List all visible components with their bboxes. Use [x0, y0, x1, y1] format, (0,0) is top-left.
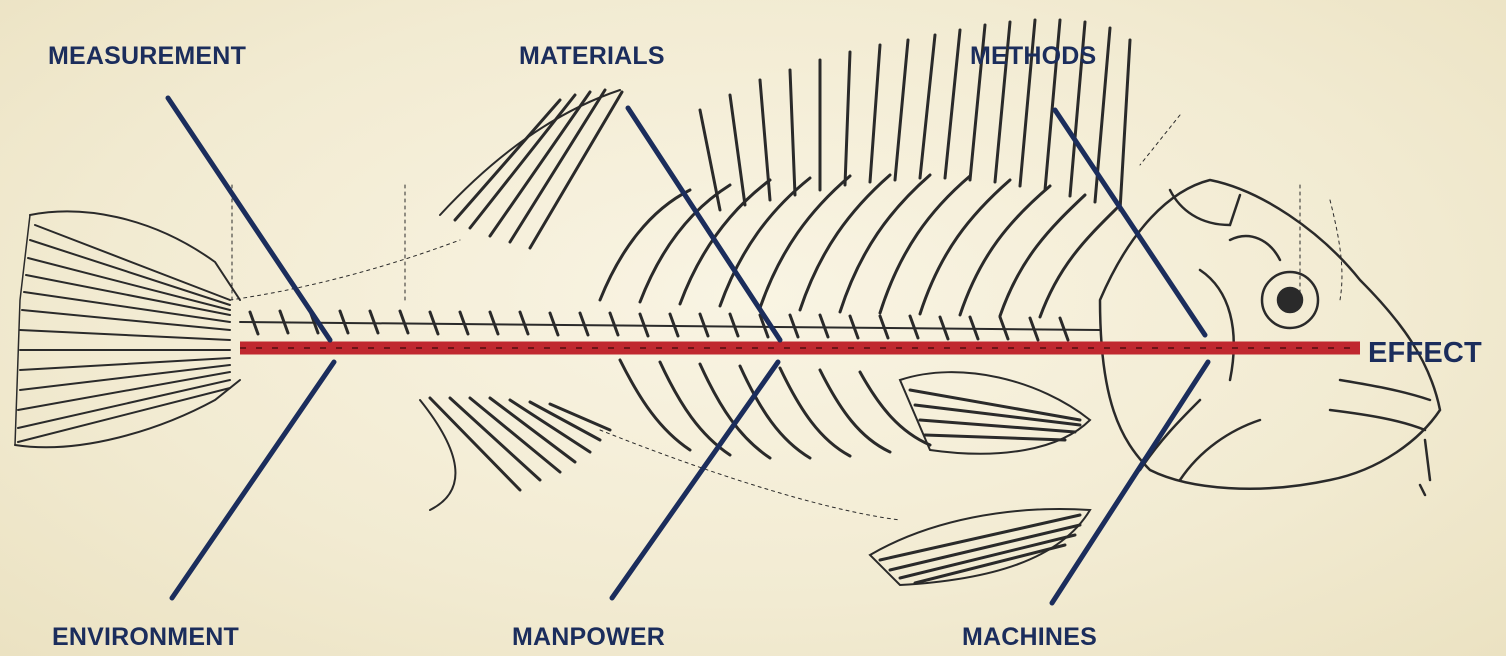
annotation-leaders [230, 115, 1342, 520]
category-machines-label: MACHINES [962, 623, 1097, 652]
pectoral-fin [900, 372, 1090, 454]
measurement-bone-line [168, 98, 330, 340]
category-manpower-label: MANPOWER [512, 623, 665, 652]
pelvic-fin [870, 509, 1090, 585]
category-measurement-label: MEASUREMENT [48, 42, 246, 71]
methods-bone-line [1055, 110, 1205, 335]
category-environment-label: ENVIRONMENT [52, 623, 239, 652]
vertebrae [240, 311, 1100, 340]
effect-label: EFFECT [1368, 337, 1482, 370]
anal-fin [420, 398, 610, 510]
tail-fin [15, 211, 240, 447]
lower-ribs [620, 360, 930, 458]
materials-bone-line [628, 108, 780, 340]
upper-ribs [600, 175, 1120, 317]
category-methods-label: METHODS [970, 42, 1096, 71]
category-materials-label: MATERIALS [519, 42, 665, 71]
manpower-bone-line [612, 362, 778, 598]
